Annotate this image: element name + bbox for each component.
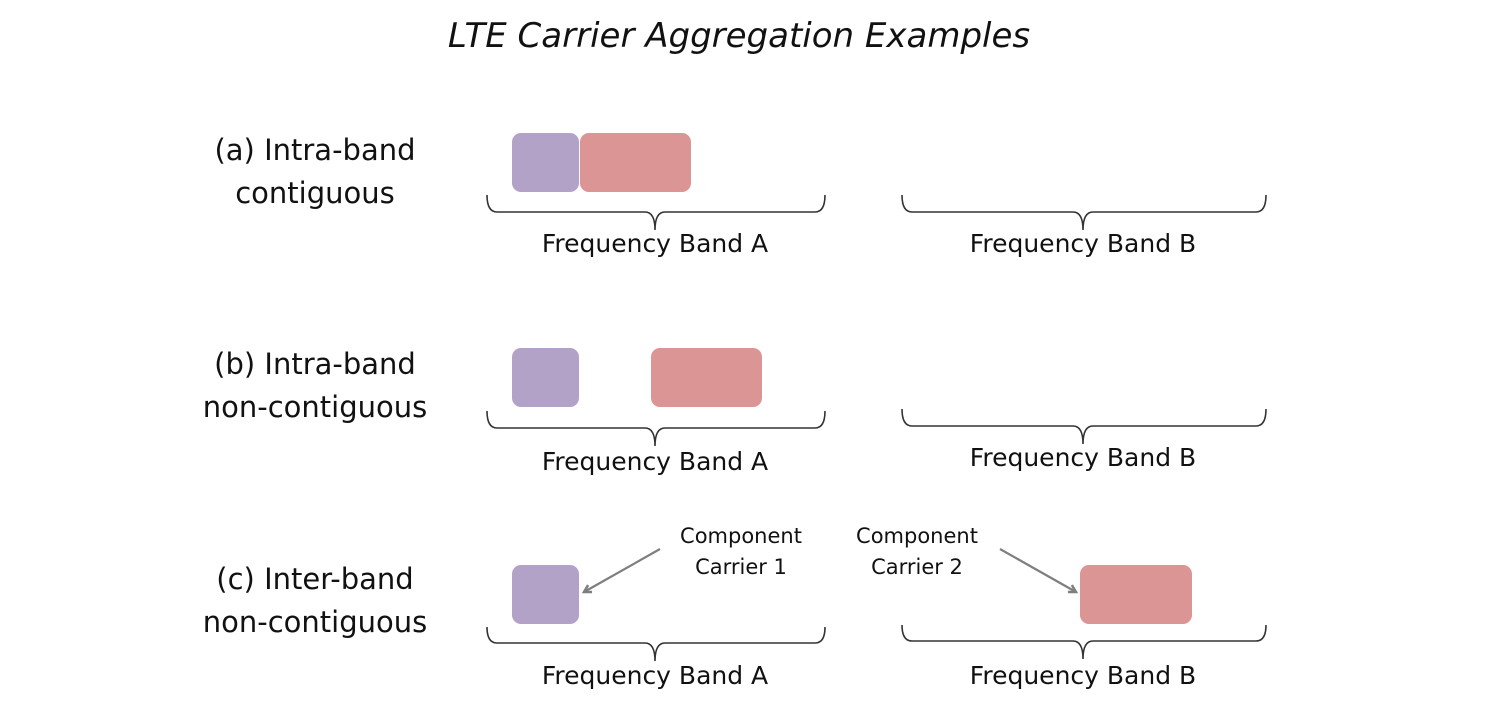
row-b-band-a-label: Frequency Band A xyxy=(541,447,769,476)
row-a-band-b-label: Frequency Band B xyxy=(969,229,1197,258)
row-b-band-a-bracket xyxy=(486,410,826,447)
row-a-band-b-bracket xyxy=(901,194,1267,231)
row-b-label-line1: (b) Intra-band xyxy=(214,347,416,381)
row-a-label: (a) Intra-band contiguous xyxy=(160,129,470,215)
row-c-component-carrier-1 xyxy=(512,565,579,624)
callout-1-line2: Carrier 1 xyxy=(695,555,787,579)
row-a-label-line1: (a) Intra-band xyxy=(214,133,416,167)
row-c-label: (c) Inter-band non-contiguous xyxy=(160,558,470,644)
row-c-band-b-bracket xyxy=(901,624,1267,660)
row-c-component-carrier-2 xyxy=(1080,565,1192,624)
callout-1-label: Component Carrier 1 xyxy=(660,521,822,583)
row-c-band-a-label: Frequency Band A xyxy=(541,661,769,690)
row-b-band-b-bracket xyxy=(901,408,1267,445)
row-a-label-line2: contiguous xyxy=(235,176,395,210)
row-b-component-carrier-1 xyxy=(512,348,579,407)
callout-1-line1: Component xyxy=(680,524,802,548)
callout-2-label: Component Carrier 2 xyxy=(836,521,998,583)
row-c-label-line2: non-contiguous xyxy=(202,605,428,639)
row-b-component-carrier-2 xyxy=(651,348,762,407)
row-a-component-carrier-1 xyxy=(512,133,579,192)
callout-1-arrow xyxy=(584,548,661,592)
callout-2-line1: Component xyxy=(856,524,978,548)
row-a-component-carrier-2 xyxy=(580,133,691,192)
diagram-title: LTE Carrier Aggregation Examples xyxy=(447,16,1031,56)
row-b-band-b-label: Frequency Band B xyxy=(969,443,1197,472)
callout-2-arrow xyxy=(999,548,1076,592)
callout-2-line2: Carrier 2 xyxy=(871,555,963,579)
row-c-label-line1: (c) Inter-band xyxy=(216,562,414,596)
row-a-band-a-label: Frequency Band A xyxy=(541,229,769,258)
row-b-label-line2: non-contiguous xyxy=(202,390,428,424)
row-c-band-a-bracket xyxy=(486,626,826,662)
row-a-band-a-bracket xyxy=(486,194,826,231)
row-c-band-b-label: Frequency Band B xyxy=(969,661,1197,690)
row-b-label: (b) Intra-band non-contiguous xyxy=(160,343,470,429)
